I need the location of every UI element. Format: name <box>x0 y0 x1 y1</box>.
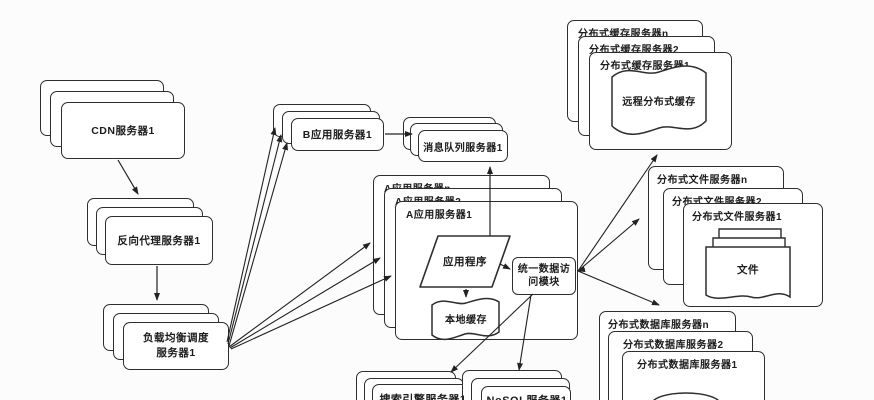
cache-server-1-label: 分布式缓存服务器1 <box>600 61 691 72</box>
edge-lb-to-a1 <box>228 242 371 348</box>
search-server-node: 搜索引擎服务器1 <box>372 384 472 400</box>
search-server-label: 搜索引擎服务器1 <box>379 394 467 400</box>
app-server-b-node: B应用服务器1 <box>291 118 384 151</box>
cdn-server-node: CDN服务器1 <box>61 102 185 159</box>
unified-data-access-node: 统一数据访 问模块 <box>512 257 576 295</box>
load-balancer-node: 负载均衡调度 服务器1 <box>123 322 229 370</box>
cache-server-n-label: 分布式缓存服务器n <box>578 29 669 40</box>
db-server-n-label: 分布式数据库服务器n <box>608 320 710 331</box>
nosql-server-label: NoSQL服务器1 <box>482 392 572 400</box>
file-server-n-label: 分布式文件服务器n <box>657 175 748 186</box>
edge-module-to-cache <box>577 154 658 272</box>
edge-lb-to-b1 <box>226 127 277 343</box>
cdn-server-label: CDN服务器1 <box>91 125 155 137</box>
file-server-layer-1: 分布式文件服务器1 <box>683 203 823 307</box>
edge-lb-to-b2 <box>227 134 283 345</box>
message-queue-node: 消息队列服务器1 <box>418 130 508 162</box>
db-server-2-label: 分布式数据库服务器2 <box>623 340 724 351</box>
edge-module-to-files <box>577 218 640 272</box>
edge-lb-to-b3 <box>228 142 288 347</box>
cache-server-layer-1: 分布式缓存服务器1 <box>589 52 732 150</box>
load-balancer-label-line1: 负载均衡调度 <box>143 331 209 344</box>
reverse-proxy-label: 反向代理服务器1 <box>117 235 201 247</box>
edge-module-to-db <box>577 270 660 306</box>
edge-into-module <box>577 266 586 272</box>
edge-lb-to-a3 <box>230 275 392 350</box>
load-balancer-label-line2: 服务器1 <box>156 347 196 359</box>
db-server-layer-1: 分布式数据库服务器1 <box>622 351 765 400</box>
nosql-server-node: NoSQL服务器1 <box>481 386 571 400</box>
edge-cdn-to-proxy <box>117 159 139 195</box>
app-server-b-label: B应用服务器1 <box>302 129 373 141</box>
edge-lb-to-a2 <box>229 257 381 349</box>
app-server-a-1-label: A应用服务器1 <box>406 210 473 221</box>
message-queue-label: 消息队列服务器1 <box>423 142 503 154</box>
reverse-proxy-node: 反向代理服务器1 <box>105 216 213 265</box>
file-server-2-label: 分布式文件服务器2 <box>672 197 762 208</box>
unified-data-access-line2: 问模块 <box>528 277 560 288</box>
file-server-1-label: 分布式文件服务器1 <box>692 212 783 223</box>
cache-server-2-label: 分布式缓存服务器2 <box>589 45 680 56</box>
unified-data-access-line1: 统一数据访 <box>517 264 571 275</box>
db-server-1-label: 分布式数据库服务器1 <box>637 360 738 371</box>
